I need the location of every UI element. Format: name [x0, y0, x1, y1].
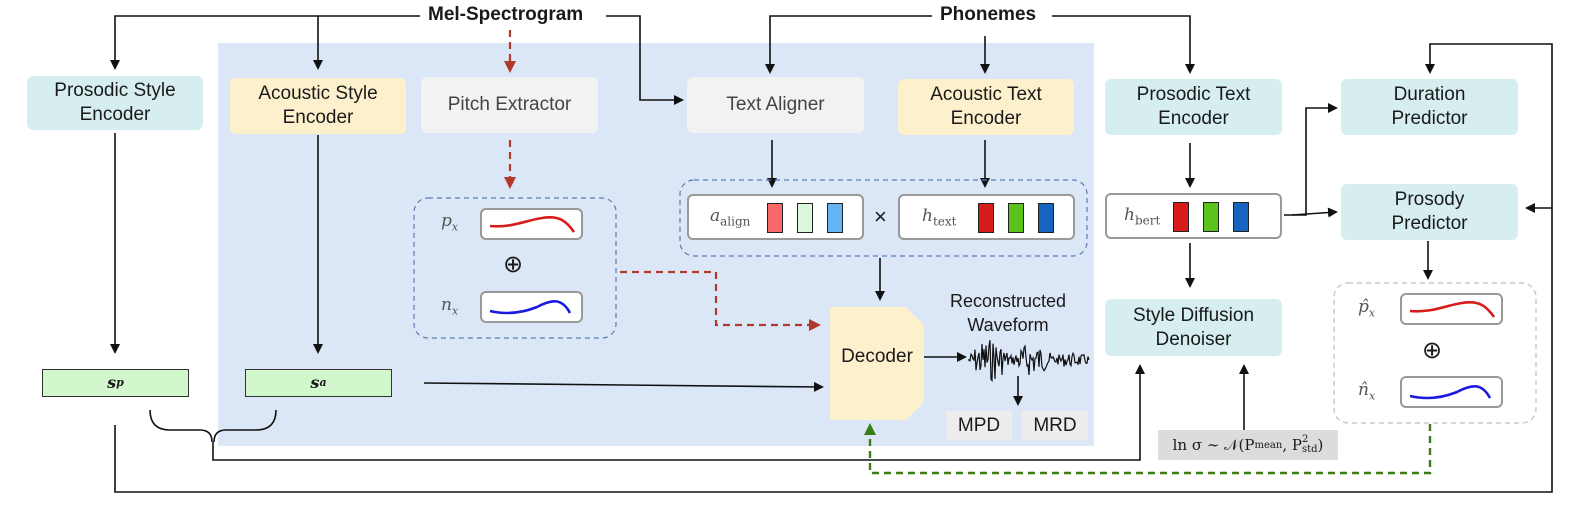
- oplus-symbol-left: ⊕: [503, 251, 524, 278]
- h-text-label: htext: [922, 206, 956, 228]
- acoustic-style-encoder: Acoustic Style Encoder: [230, 78, 406, 134]
- pitch-curve-icon: [489, 216, 576, 233]
- decoder-shape: [830, 307, 924, 420]
- pitch-extractor: Pitch Extractor: [421, 77, 598, 133]
- h-text-subscript: text: [932, 214, 957, 229]
- decoder: Decoder: [841, 346, 913, 367]
- p-hat-x-label: p̂x: [1358, 297, 1375, 319]
- reconstructed-label-line2: Waveform: [967, 315, 1049, 335]
- energy-curve-box: [480, 291, 583, 323]
- h-bert-chip-3: [1233, 202, 1249, 232]
- a-align-symbol: a: [710, 206, 721, 226]
- pred-energy-curve-icon: [1409, 385, 1492, 400]
- prosodic-style-encoder: Prosodic Style Encoder: [27, 76, 203, 130]
- h-bert-chip-2: [1203, 202, 1219, 232]
- acoustic-style-encoder-line2: Encoder: [282, 107, 354, 128]
- text-aligner: Text Aligner: [687, 77, 864, 133]
- oplus-symbol-right: ⊕: [1422, 337, 1443, 364]
- ln-sigma-prefix: ln σ ∼ 𝒩(P: [1172, 436, 1255, 454]
- prosody-predictor-line1: Prosody: [1394, 189, 1465, 210]
- p-x-label: px: [441, 211, 458, 233]
- prosodic-text-encoder: Prosodic Text Encoder: [1105, 79, 1282, 135]
- acoustic-text-encoder-line1: Acoustic Text: [930, 84, 1042, 105]
- ln-sigma-sup: 2: [1301, 434, 1309, 445]
- prosody-predictor-line2: Predictor: [1391, 213, 1468, 234]
- h-bert-vector: [1105, 193, 1282, 239]
- ln-sigma-sub-mean: mean: [1254, 439, 1283, 451]
- duration-predictor: Duration Predictor: [1341, 79, 1518, 135]
- style-diffusion-line1: Style Diffusion: [1132, 304, 1255, 326]
- a-align-chip-1: [767, 203, 783, 233]
- h-text-chip-1: [978, 203, 994, 233]
- reconstructed-waveform-label: Reconstructed Waveform: [946, 289, 1070, 337]
- n-hat-x-subscript: x: [1368, 389, 1376, 403]
- h-bert-label: hbert: [1124, 205, 1160, 227]
- reconstructed-label-line1: Reconstructed: [949, 291, 1067, 311]
- a-align-label: aalign: [710, 206, 750, 228]
- s-p-subscript: p: [116, 376, 124, 389]
- pitch-curve-box: [480, 208, 583, 240]
- ln-sigma-sub-std: std: [1301, 444, 1318, 455]
- duration-predictor-line2: Predictor: [1391, 108, 1468, 129]
- prosodic-style-encoder-line2: Encoder: [79, 104, 151, 125]
- times-symbol: ×: [874, 204, 887, 229]
- acoustic-style-encoder-line1: Acoustic Style: [258, 83, 378, 104]
- phonemes-label: Phonemes: [934, 4, 1043, 26]
- waveform-icon: [968, 340, 1090, 383]
- prosody-predictor: Prosody Predictor: [1341, 184, 1518, 240]
- a-align-chip-2: [797, 203, 813, 233]
- acoustic-text-encoder-line2: Encoder: [950, 108, 1022, 129]
- n-x-subscript: x: [451, 304, 459, 318]
- h-text-chip-2: [1008, 203, 1024, 233]
- p-x-symbol: p: [441, 211, 452, 231]
- n-hat-x-symbol: n̂: [1358, 380, 1369, 400]
- pred-pitch-curve-box: [1400, 293, 1503, 325]
- duration-predictor-line1: Duration: [1393, 84, 1466, 105]
- n-x-symbol: n: [441, 295, 452, 315]
- ln-sigma-end: ): [1317, 436, 1324, 454]
- mrd-block: MRD: [1022, 411, 1088, 440]
- a-align-subscript: align: [720, 214, 751, 229]
- n-x-label: nx: [441, 295, 458, 317]
- p-hat-x-subscript: x: [1368, 306, 1376, 320]
- h-bert-subscript: bert: [1134, 213, 1161, 228]
- mpd-block: MPD: [946, 411, 1012, 440]
- h-bert-chip-1: [1173, 202, 1189, 232]
- prosodic-style-encoder-line1: Prosodic Style: [54, 80, 176, 101]
- prosodic-text-encoder-line2: Encoder: [1158, 108, 1229, 129]
- ln-sigma-mid: , P: [1282, 436, 1302, 454]
- prosodic-text-encoder-line1: Prosodic Text: [1136, 84, 1251, 105]
- h-bert-symbol: h: [1124, 205, 1135, 225]
- style-diffusion-line2: Denoiser: [1155, 328, 1232, 350]
- pred-energy-curve-box: [1400, 376, 1503, 408]
- energy-curve-icon: [489, 300, 572, 315]
- s-p-symbol: s: [107, 373, 117, 392]
- h-text-chip-3: [1038, 203, 1054, 233]
- p-hat-x-symbol: p̂: [1358, 297, 1369, 317]
- acoustic-text-encoder: Acoustic Text Encoder: [898, 79, 1074, 135]
- p-x-subscript: x: [451, 220, 459, 234]
- style-diffusion-denoiser: Style Diffusion Denoiser: [1105, 299, 1282, 356]
- n-hat-x-label: n̂x: [1358, 380, 1375, 402]
- h-text-symbol: h: [922, 206, 933, 226]
- s-a-subscript: a: [319, 376, 327, 389]
- mel-spectrogram-label: Mel-Spectrogram: [422, 4, 590, 26]
- s-a-symbol: s: [310, 373, 320, 392]
- a-align-chip-3: [827, 203, 843, 233]
- pred-pitch-curve-icon: [1409, 301, 1496, 318]
